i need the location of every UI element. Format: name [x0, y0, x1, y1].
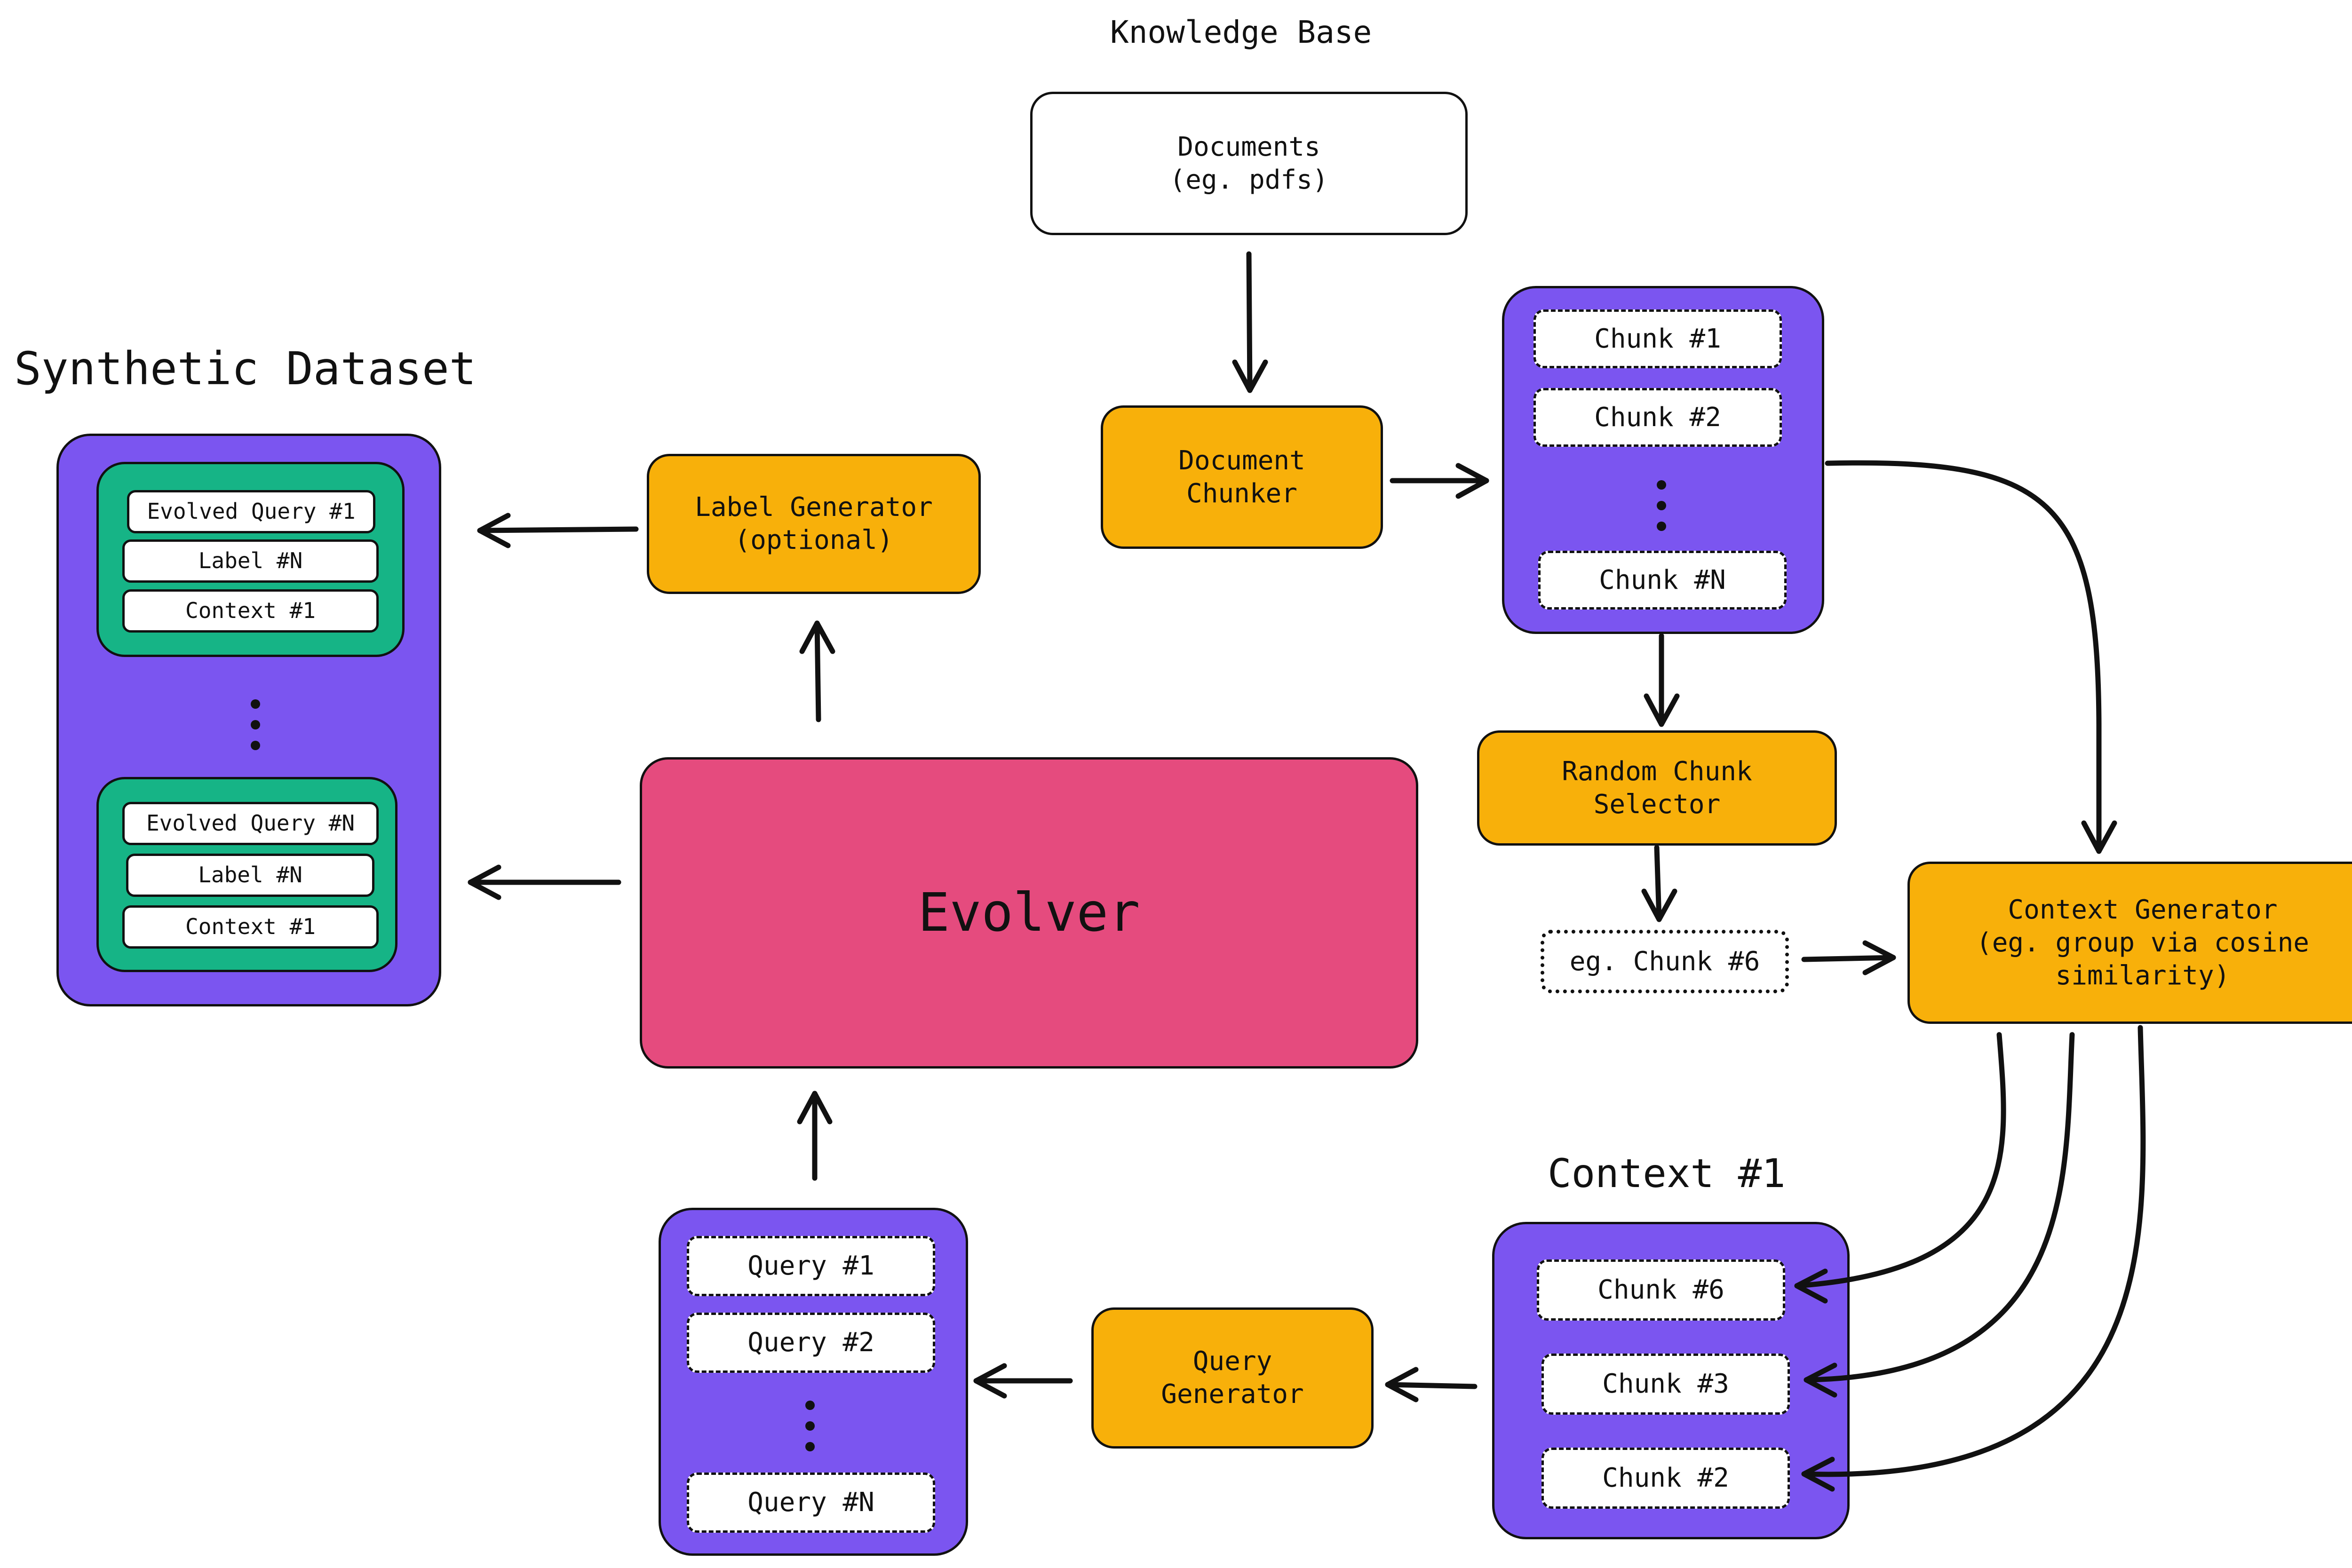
context-chunk-item: Chunk #3: [1542, 1354, 1790, 1415]
arrowhead: [797, 1091, 833, 1125]
arrowhead: [1455, 463, 1489, 499]
context-ref: Context #1: [122, 905, 379, 949]
documents-box: Documents (eg. pdfs): [1030, 92, 1468, 235]
arrowhead: [1644, 693, 1680, 727]
arrowhead: [1804, 1362, 1837, 1398]
query-item: Query #N: [687, 1473, 935, 1533]
arrowhead: [1641, 888, 1677, 922]
ellipsis-dots: [251, 690, 260, 771]
arrow: [1801, 1025, 2146, 1477]
query-generator: Query Generator: [1091, 1307, 1374, 1449]
arrow: [1804, 1032, 2075, 1383]
chunk-item: Chunk #N: [1538, 551, 1787, 610]
random-chunk-selector: Random Chunk Selector: [1477, 730, 1837, 846]
arrow: [1246, 251, 1253, 393]
context-chunk-item: Chunk #6: [1537, 1259, 1785, 1321]
arrowhead: [1862, 940, 1896, 975]
evolver: Evolver: [640, 757, 1418, 1069]
arrow: [814, 620, 821, 722]
chunk-item: Chunk #1: [1534, 309, 1782, 368]
arrow: [477, 526, 639, 533]
arrowhead: [477, 513, 511, 548]
query-item: Query #1: [687, 1236, 935, 1296]
arrow: [1654, 845, 1662, 922]
synthetic-dataset-container: Evolved Query #1 Label #N Context #1 Evo…: [56, 434, 441, 1006]
label: Label #N: [126, 854, 374, 897]
ellipsis-dots: [805, 1391, 815, 1472]
arrowhead: [468, 864, 501, 900]
knowledge-base-title: Knowledge Base: [1110, 14, 1372, 50]
example-chunk: eg. Chunk #6: [1541, 930, 1789, 993]
arrowhead: [1794, 1268, 1828, 1304]
document-chunker: Document Chunker: [1101, 405, 1383, 549]
chunk-item: Chunk #2: [1534, 388, 1782, 447]
context-chunk-item: Chunk #2: [1542, 1448, 1790, 1509]
arrow: [1801, 955, 1896, 962]
arrowhead: [799, 620, 835, 654]
context-generator: Context Generator (eg. group via cosine …: [1907, 862, 2352, 1024]
context-ref: Context #1: [122, 589, 379, 633]
evolved-query: Evolved Query #N: [122, 802, 379, 845]
arrow: [1385, 1382, 1478, 1389]
dataset-entry: Evolved Query #1 Label #N Context #1: [96, 462, 405, 657]
label-generator: Label Generator (optional): [647, 454, 981, 594]
arrowhead: [1232, 359, 1268, 393]
context-title: Context #1: [1548, 1150, 1786, 1196]
arrowhead: [2081, 820, 2117, 854]
evolved-query: Evolved Query #1: [127, 490, 375, 533]
chunks-container: Chunk #1 Chunk #2 Chunk #N: [1502, 286, 1824, 634]
queries-container: Query #1 Query #2 Query #N: [659, 1208, 968, 1556]
synthetic-dataset-title: Synthetic Dataset: [14, 342, 477, 395]
query-item: Query #2: [687, 1313, 935, 1373]
arrow: [1794, 1032, 2006, 1289]
arrow: [1825, 460, 2102, 854]
arrowhead: [1385, 1367, 1419, 1402]
arrowhead: [1801, 1457, 1835, 1492]
context-container: Chunk #6 Chunk #3 Chunk #2: [1492, 1222, 1850, 1539]
arrowhead: [973, 1363, 1007, 1399]
ellipsis-dots: [1657, 471, 1666, 552]
dataset-entry: Evolved Query #N Label #N Context #1: [96, 777, 397, 972]
label: Label #N: [122, 539, 379, 583]
